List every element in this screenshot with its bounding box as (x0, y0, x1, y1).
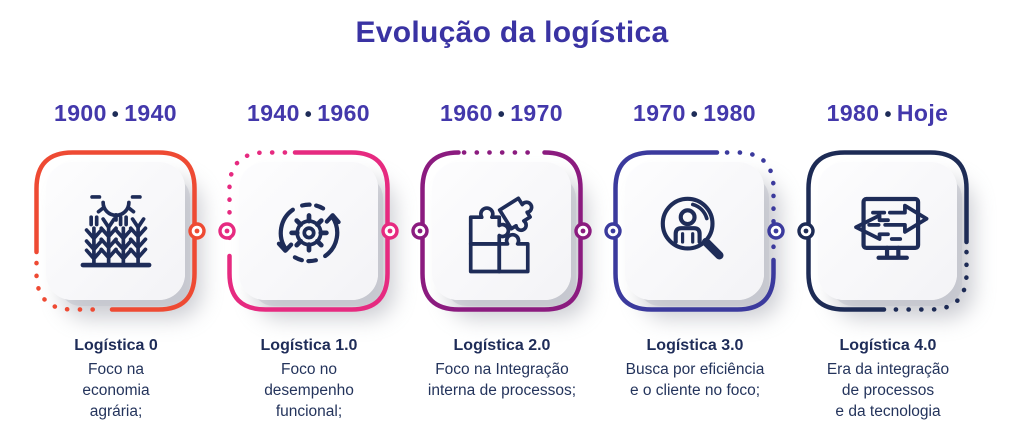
connector-ring-left (381, 222, 399, 240)
stage-description-line: desempenho (264, 382, 354, 399)
card-border-3 (420, 150, 583, 312)
stage-description-line: Busca por eficiência (625, 361, 765, 378)
agriculture-icon (80, 195, 151, 268)
stage-description-line: Foco na Integração (435, 361, 569, 378)
stage-card-2 (227, 150, 390, 312)
card-surface (818, 162, 957, 300)
card-surface (625, 162, 764, 300)
stage-caption-5: Logística 4.0 Era da integração de proce… (788, 337, 988, 422)
stage-card-4 (613, 150, 776, 312)
date-end: 1960 (317, 100, 370, 126)
date-start: 1960 (440, 100, 493, 126)
process-cycle-icon (276, 202, 341, 264)
date-separator-dot: • (497, 104, 506, 126)
card-border-4 (613, 150, 776, 312)
connector-ring-right (411, 222, 429, 240)
stage-description-line: Foco na (87, 361, 144, 378)
date-start: 1900 (54, 100, 107, 126)
search-person-icon (660, 196, 724, 260)
stage-caption-1: Logística 0 Foco na economia agrária; (16, 337, 216, 422)
stage-caption-4: Logística 3.0 Busca por eficiência e o c… (595, 337, 795, 401)
date-end: 1980 (703, 100, 756, 126)
date-end: Hoje (896, 100, 949, 126)
stage-description-line: e da tecnologia (835, 403, 941, 420)
connector-ring-left (188, 222, 206, 240)
timeline-connector-4 (763, 218, 819, 244)
stage-description-line: e o cliente no foco; (629, 382, 761, 399)
connector-ring-left (767, 222, 785, 240)
date-end: 1940 (124, 100, 177, 126)
timeline-connector-2 (377, 218, 433, 244)
timeline-connector-3 (570, 218, 626, 244)
card-border-5 (806, 150, 969, 312)
stage-name: Logística 1.0 (260, 337, 358, 354)
date-end: 1970 (510, 100, 563, 126)
date-separator-dot: • (690, 104, 699, 126)
stage-description-line: Era da integração (826, 361, 950, 378)
date-start: 1940 (247, 100, 300, 126)
stage-name: Logística 3.0 (646, 337, 744, 354)
stage-description-line: Foco no (280, 361, 337, 378)
stage-description-line: agrária; (89, 403, 143, 420)
card-border-1 (34, 150, 197, 312)
date-start: 1970 (633, 100, 686, 126)
stage-description-line: economia (82, 382, 150, 399)
card-surface (432, 162, 571, 300)
stage-date-5: 1980•Hoje (806, 100, 969, 127)
stage-date-2: 1940•1960 (227, 100, 390, 127)
stage-date-1: 1900•1940 (34, 100, 197, 127)
connector-ring-left (574, 222, 592, 240)
stage-card-3 (420, 150, 583, 312)
puzzle-icon (468, 196, 533, 274)
card-surface (239, 162, 378, 300)
monitor-arrows-icon (853, 196, 928, 260)
stage-date-4: 1970•1980 (613, 100, 776, 127)
stage-caption-2: Logística 1.0 Foco no desempenho funcion… (209, 337, 409, 422)
card-border-2 (227, 150, 390, 312)
connector-ring-right (218, 222, 236, 240)
stage-name: Logística 0 (74, 337, 158, 354)
stage-description-line: funcional; (275, 403, 343, 420)
stage-card-5 (806, 150, 969, 312)
page-title: Evolução da logística (355, 16, 669, 49)
stage-card-1 (34, 150, 197, 312)
stage-caption-3: Logística 2.0 Foco na Integração interna… (402, 337, 602, 401)
stage-description-line: de processos (841, 382, 935, 399)
date-separator-dot: • (111, 104, 120, 126)
stage-name: Logística 2.0 (453, 337, 551, 354)
connector-ring-right (604, 222, 622, 240)
date-separator-dot: • (884, 104, 892, 126)
stage-description-line: interna de processos; (427, 382, 577, 399)
connector-ring-right (797, 222, 815, 240)
timeline-connector-1 (184, 218, 240, 244)
date-separator-dot: • (304, 104, 313, 126)
stage-name: Logística 4.0 (839, 337, 937, 354)
card-surface (46, 162, 185, 300)
stage-date-3: 1960•1970 (420, 100, 583, 127)
date-start: 1980 (826, 100, 880, 126)
